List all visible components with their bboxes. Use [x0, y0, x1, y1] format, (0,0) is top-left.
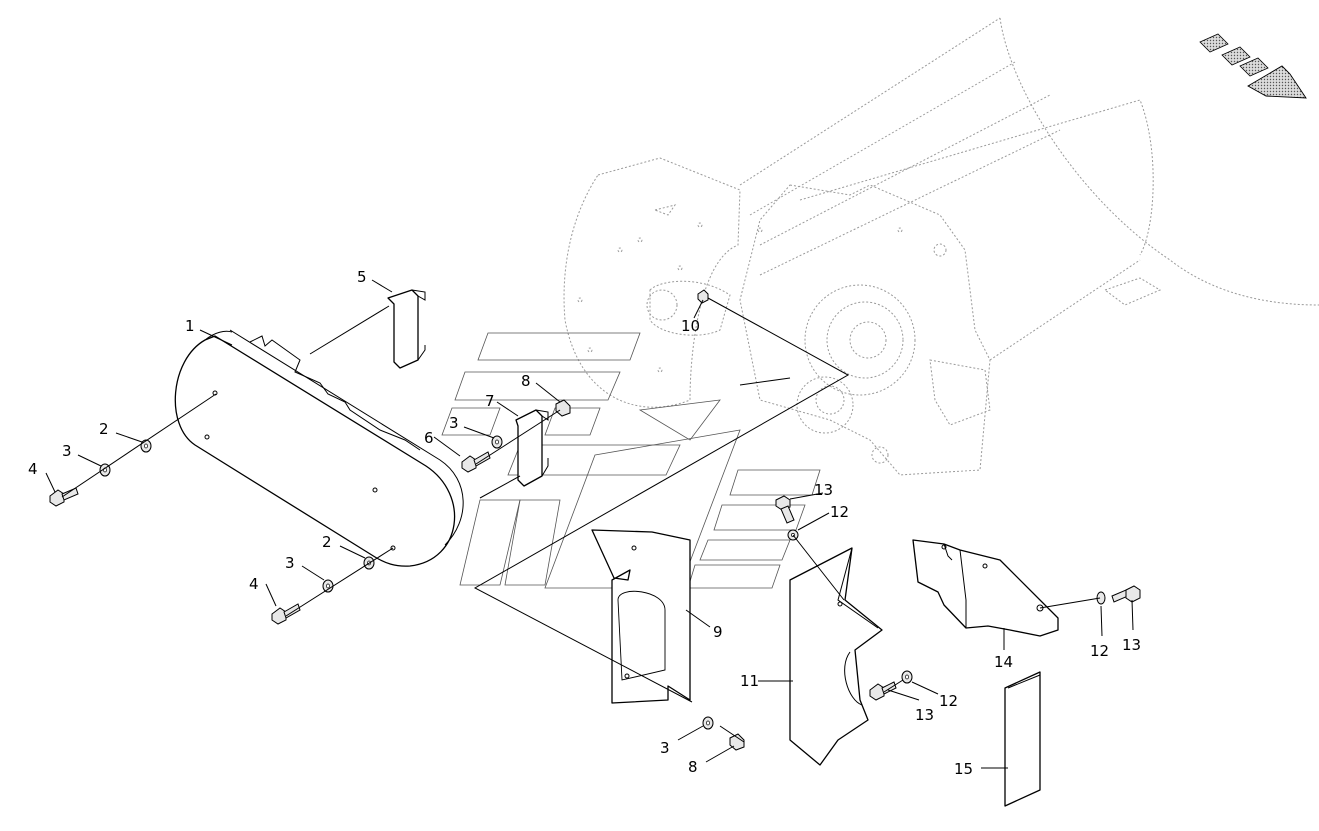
machine-body-ghost	[563, 17, 1319, 476]
hardware	[49, 289, 1141, 751]
callout-8: 8	[521, 372, 531, 390]
callout-13: 13	[1122, 636, 1141, 654]
part-belt-cover	[174, 329, 464, 567]
callout-15: 15	[954, 760, 973, 778]
callout-12: 12	[1090, 642, 1109, 660]
part-plate-15	[1004, 671, 1041, 807]
part-guard-14	[912, 539, 1059, 637]
part-guard-11	[789, 547, 883, 766]
callout-11: 11	[740, 672, 759, 690]
callout-6: 6	[424, 429, 434, 447]
callout-13: 13	[915, 706, 934, 724]
leader-lines	[45, 279, 1134, 769]
callout-10: 10	[681, 317, 700, 335]
part-bracket-7	[515, 409, 549, 487]
callout-14: 14	[994, 653, 1013, 671]
callout-3: 3	[285, 554, 295, 572]
assembly-lines	[61, 297, 1101, 743]
part-guard-9	[591, 529, 691, 704]
callout-2: 2	[322, 533, 332, 551]
callout-13: 13	[814, 481, 833, 499]
callout-4: 4	[249, 575, 259, 593]
callout-12: 12	[830, 503, 849, 521]
callout-labels: 1 2 2 3 3 3 3 4 4 5 6 7 8 8 9 10 11 12 1…	[28, 268, 1141, 778]
callout-3: 3	[62, 442, 72, 460]
callout-12: 12	[939, 692, 958, 710]
callout-3: 3	[660, 739, 670, 757]
part-bracket-5	[387, 289, 426, 369]
callout-7: 7	[485, 392, 495, 410]
callout-2: 2	[99, 420, 109, 438]
callout-9: 9	[713, 623, 723, 641]
direction-arrow-icon	[1199, 33, 1307, 99]
callout-4: 4	[28, 460, 38, 478]
callout-3: 3	[449, 414, 459, 432]
callout-5: 5	[357, 268, 367, 286]
callout-1: 1	[185, 317, 195, 335]
callout-8: 8	[688, 758, 698, 776]
